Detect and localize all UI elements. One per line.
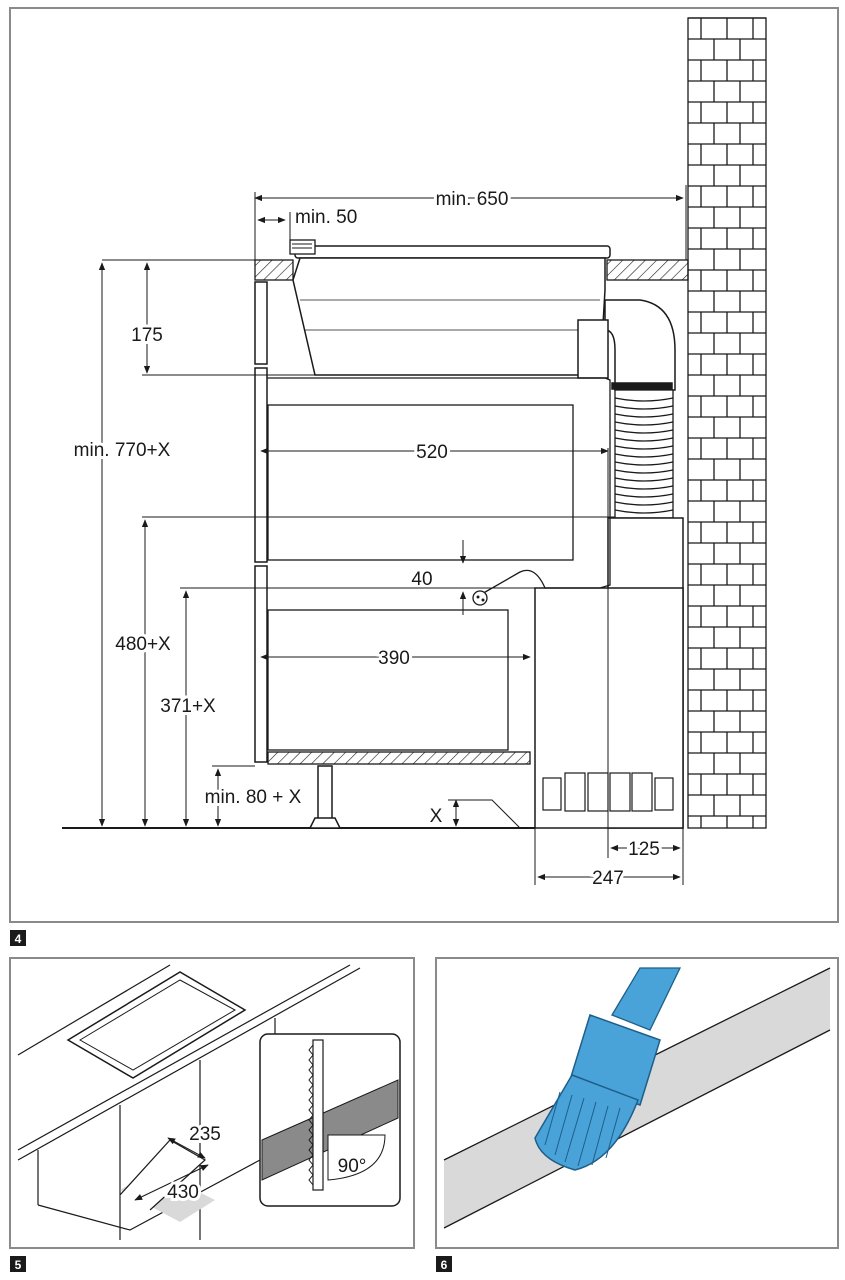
cabinet-foot	[308, 765, 342, 829]
saw-detail-inset: 90°	[259, 1033, 401, 1207]
dim-235: 235	[189, 1124, 221, 1145]
dim-min-80x: min. 80 + X	[205, 787, 302, 808]
angle-90: 90°	[338, 1156, 367, 1177]
dimension-lines	[98, 185, 687, 885]
power-socket-icon	[472, 590, 488, 606]
dim-min-770x: min. 770+X	[74, 440, 171, 461]
dim-40: 40	[411, 569, 432, 590]
figure-4: min. 650 min. 50 175 min. 770+X 520 480+…	[9, 7, 839, 946]
lower-drawer	[267, 609, 509, 751]
dim-247: 247	[592, 868, 624, 889]
figure-5-number-badge	[10, 1256, 26, 1272]
plinth-vent-slots	[542, 772, 674, 812]
worktop-left	[254, 259, 294, 281]
duct-elbow	[577, 299, 676, 391]
dim-125: 125	[628, 839, 660, 860]
dim-min-650: min. 650	[436, 189, 509, 210]
dim-371x: 371+X	[160, 696, 216, 717]
brick-wall	[687, 17, 767, 829]
dim-x: X	[430, 806, 443, 827]
front-panels	[254, 281, 268, 763]
figure-5: 235 430 90° 5	[9, 957, 415, 1272]
cabinet-base	[267, 751, 531, 765]
figure-6: 6	[435, 957, 839, 1272]
figure-5-number: 5	[15, 1258, 22, 1272]
dim-min-50: min. 50	[295, 207, 357, 228]
worktop-cutout	[66, 971, 247, 1079]
hob-control	[289, 239, 316, 255]
upper-drawer	[267, 404, 574, 561]
flexible-duct	[614, 389, 674, 519]
cutout-dimensions	[134, 1137, 209, 1201]
dim-430: 430	[167, 1182, 199, 1203]
dim-390: 390	[378, 648, 410, 669]
brush-icon	[534, 967, 682, 1171]
worktop-perspective	[17, 964, 361, 1240]
hob-glass	[294, 245, 611, 259]
figure-6-number: 6	[441, 1258, 448, 1272]
worktop-right	[606, 259, 689, 281]
figure-6-number-badge	[436, 1256, 452, 1272]
hob-body	[292, 257, 606, 376]
dim-520: 520	[416, 442, 448, 463]
figure-4-number: 4	[15, 932, 22, 946]
figure-4-number-badge	[10, 930, 26, 946]
dim-175: 175	[131, 325, 163, 346]
dim-480x: 480+X	[115, 634, 171, 655]
